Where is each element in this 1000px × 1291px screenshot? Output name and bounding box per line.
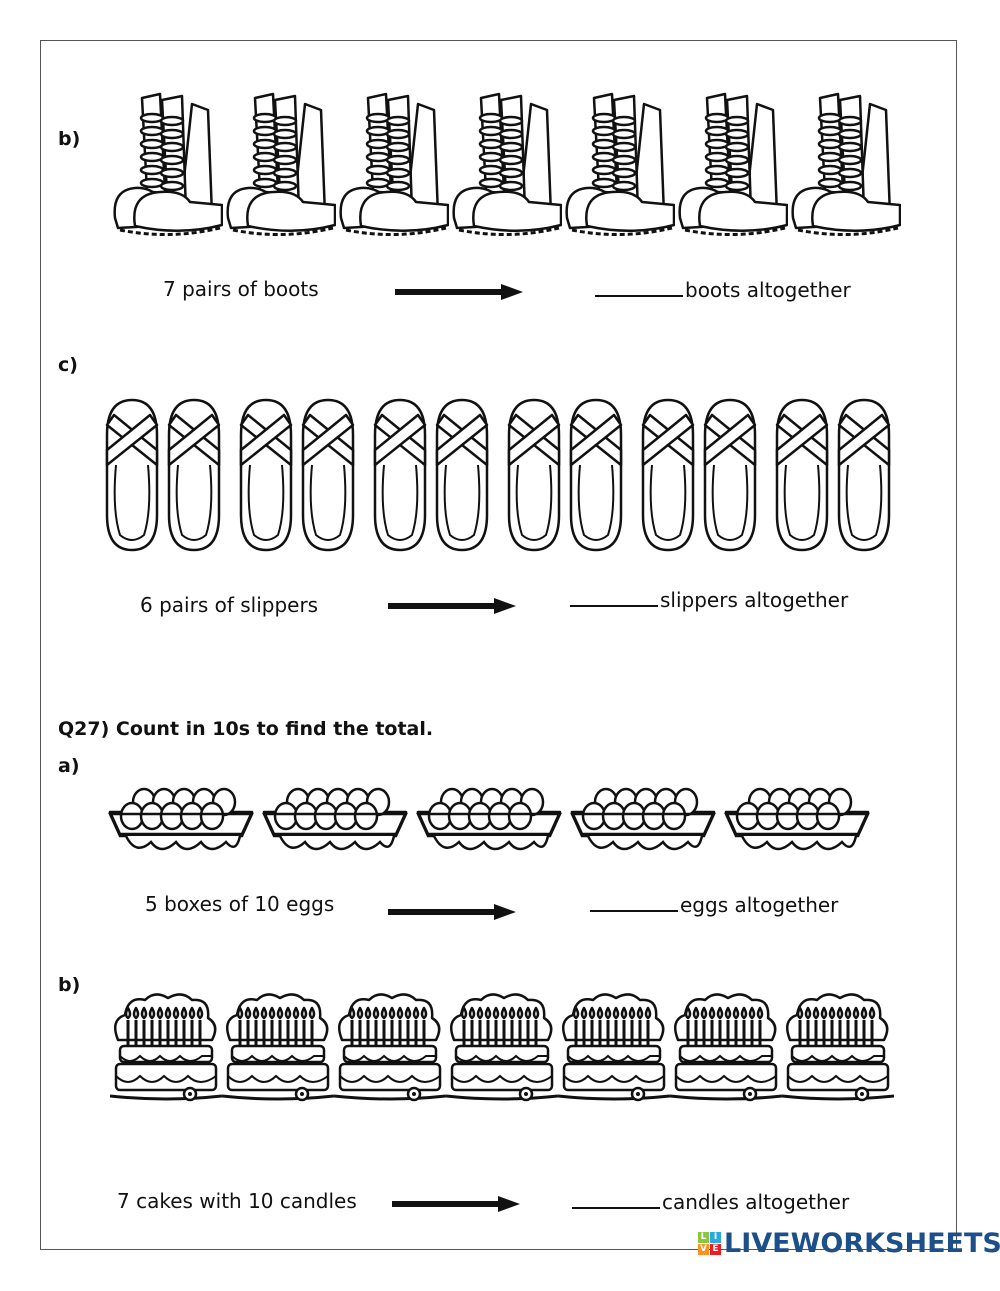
logo-block: E	[710, 1244, 721, 1255]
cakes-row	[110, 990, 894, 1112]
eggs-answer-input[interactable]	[590, 892, 678, 912]
arrow-icon	[388, 598, 516, 614]
cake-icon	[334, 993, 446, 1102]
egg-box-icon	[262, 787, 408, 851]
q27-b-label: b)	[58, 974, 81, 996]
egg-box-icon	[724, 787, 870, 851]
slipper-pair-icon	[373, 398, 489, 552]
boot-pair-icon	[226, 92, 336, 237]
boot-pair-icon	[791, 92, 901, 237]
cake-icon	[110, 993, 222, 1102]
egg-box-icon	[570, 787, 716, 851]
q27-title: Q27) Count in 10s to find the total.	[58, 718, 434, 740]
logo-block: V	[698, 1244, 709, 1255]
section-c-label: c)	[58, 354, 78, 376]
boots-answer-suffix: boots altogether	[685, 278, 851, 302]
boot-pair-icon	[339, 92, 449, 237]
cake-icon	[670, 993, 782, 1102]
boots-answer: boots altogether	[595, 277, 851, 302]
boot-pair-icon	[452, 92, 562, 237]
slipper-pair-icon	[641, 398, 757, 552]
logo-block: I	[710, 1232, 721, 1243]
arrow-icon	[395, 284, 523, 300]
section-b-label: b)	[58, 128, 81, 150]
worksheet-frame	[40, 40, 957, 1250]
eggs-answer-suffix: eggs altogether	[680, 893, 839, 917]
cakes-question: 7 cakes with 10 candles	[117, 1189, 357, 1213]
cake-icon	[446, 993, 558, 1102]
egg-box-icon	[416, 787, 562, 851]
cake-icon	[558, 993, 670, 1102]
slipper-pair-icon	[239, 398, 355, 552]
slippers-answer-input[interactable]	[570, 587, 658, 607]
boot-pair-icon	[113, 92, 223, 237]
cake-icon	[222, 993, 334, 1102]
cakes-answer-input[interactable]	[572, 1189, 660, 1209]
boot-pair-icon	[565, 92, 675, 237]
slippers-answer-suffix: slippers altogether	[660, 588, 849, 612]
slipper-pair-icon	[507, 398, 623, 552]
slippers-question: 6 pairs of slippers	[140, 593, 319, 617]
cakes-answer-suffix: candles altogether	[662, 1190, 850, 1214]
logo-text: LIVEWORKSHEETS	[724, 1228, 1000, 1259]
logo-block: L	[698, 1232, 709, 1243]
boots-question: 7 pairs of boots	[163, 277, 319, 301]
slipper-pair-icon	[105, 398, 221, 552]
boots-row	[110, 90, 901, 238]
egg-box-icon	[108, 787, 254, 851]
q27-a-label: a)	[58, 755, 80, 777]
boots-answer-input[interactable]	[595, 277, 683, 297]
boot-pair-icon	[678, 92, 788, 237]
cake-icon	[782, 993, 894, 1102]
arrow-icon	[388, 904, 516, 920]
arrow-icon	[392, 1196, 520, 1212]
slipper-pair-icon	[775, 398, 891, 552]
eggs-question: 5 boxes of 10 eggs	[145, 892, 335, 916]
cakes-answer: candles altogether	[572, 1189, 849, 1214]
slippers-answer: slippers altogether	[570, 587, 848, 612]
eggs-answer: eggs altogether	[590, 892, 838, 917]
egg-boxes-row	[106, 772, 872, 860]
slippers-row	[98, 395, 902, 555]
